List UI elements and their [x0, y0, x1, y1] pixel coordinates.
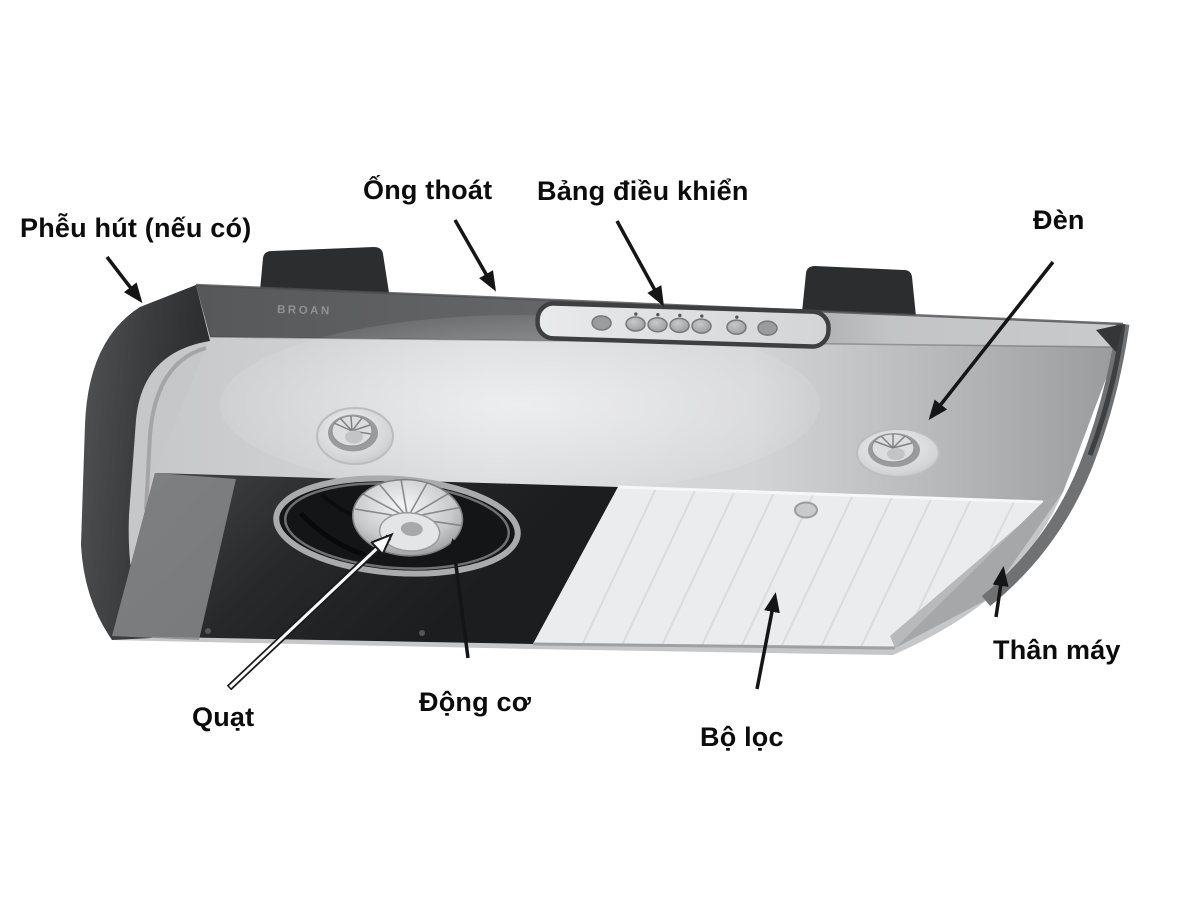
- label-filter: Bộ lọc: [700, 722, 784, 752]
- label-machine-body: Thân máy: [993, 635, 1121, 665]
- arrow-to-lamp: [928, 260, 1055, 421]
- right-lamp-facets: [873, 434, 913, 449]
- right-lamp: [856, 428, 940, 478]
- arrow-to-filter: [755, 592, 780, 690]
- rail-screw-left: [205, 628, 211, 634]
- label-exhaust-duct: Ống thoát: [363, 175, 493, 205]
- control-button-marks: [634, 312, 739, 319]
- arrow-to-control-panel: [615, 220, 664, 307]
- fan-blade-hint: [298, 511, 369, 559]
- motor-hub-cap: [400, 522, 423, 537]
- arrow-to-fan: [226, 537, 389, 691]
- suction-funnel-edge: [81, 285, 210, 640]
- control-button-6[interactable]: [726, 319, 747, 335]
- arrow-to-motor: [447, 538, 470, 659]
- rail-screw-right: [419, 630, 425, 636]
- control-button-3[interactable]: [647, 316, 668, 333]
- label-control-panel: Bảng điều khiển: [537, 176, 749, 206]
- control-panel: [535, 301, 831, 349]
- right-end-cap: [895, 492, 1063, 648]
- arrow-to-funnel: [105, 255, 143, 304]
- label-suction-funnel: Phễu hút (nếu có): [20, 213, 252, 243]
- underside-left-wedge: [112, 473, 236, 640]
- control-button-5[interactable]: [691, 318, 712, 334]
- right-edge-dark-line: [1087, 323, 1126, 456]
- label-fan: Quạt: [192, 702, 255, 732]
- left-lamp-facets: [333, 415, 372, 435]
- label-lamp: Đèn: [1033, 205, 1085, 235]
- arrow-to-body: [992, 566, 1009, 618]
- filter-edge-highlight: [617, 485, 1044, 504]
- filter-frame-right: [890, 502, 1043, 648]
- label-motor: Động cơ: [419, 687, 532, 717]
- control-button-2[interactable]: [625, 316, 646, 332]
- filter-mesh-lines: [574, 487, 1021, 648]
- arrow-to-duct: [453, 219, 496, 292]
- annotation-arrows: [105, 219, 1055, 690]
- filter-finger-hole: [794, 501, 818, 519]
- left-lamp: [316, 407, 394, 465]
- filter-edge-shadow: [532, 642, 896, 650]
- control-buttons: [591, 315, 778, 336]
- brand-text: BROAN: [277, 304, 332, 317]
- top-right-corner-wedge: [1096, 324, 1123, 352]
- grease-filter: [532, 485, 1044, 650]
- control-button-7[interactable]: [757, 320, 778, 336]
- control-button-4[interactable]: [669, 317, 690, 334]
- funnel-lip-highlight: [144, 346, 207, 511]
- control-button-1[interactable]: [591, 315, 612, 331]
